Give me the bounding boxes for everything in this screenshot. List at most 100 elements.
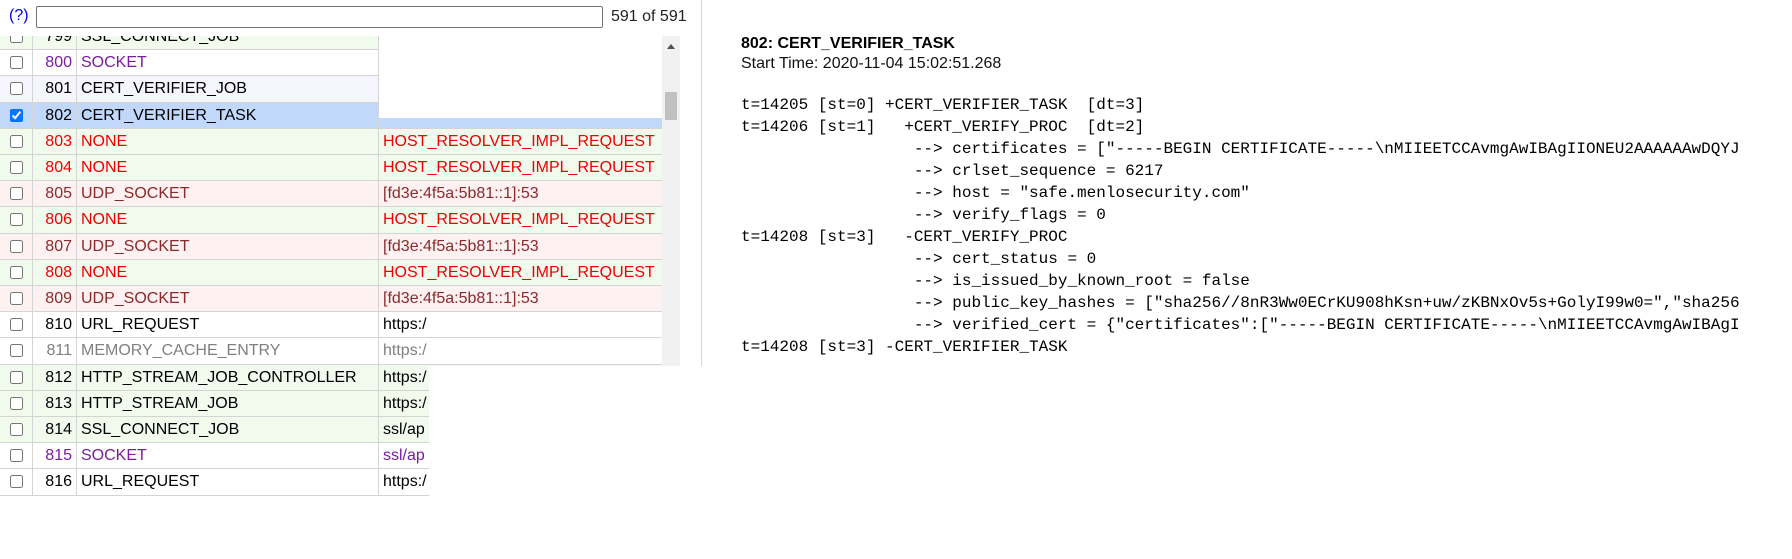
filter-bar: (?) 591 of 591 [0,0,702,36]
row-checkbox-cell [0,443,33,469]
row-source-type: CERT_VERIFIER_JOB [77,76,379,102]
row-checkbox[interactable] [10,213,23,227]
details-pane: 802: CERT_VERIFIER_TASK Start Time: 2020… [741,34,1792,434]
help-link[interactable]: (?) [9,7,29,24]
row-id: 801 [33,76,77,102]
row-description: https:/ [383,473,427,491]
row-checkbox[interactable] [10,370,23,384]
row-source-type: SOCKET [77,443,379,469]
row-description: HOST_RESOLVER_IMPL_REQUEST [379,155,680,181]
row-checkbox[interactable] [10,82,23,96]
row-checkbox-cell [0,181,33,207]
event-count: 591 of 591 [611,8,687,25]
row-checkbox-cell [0,128,33,154]
row-source-type: NONE [77,259,379,285]
row-source-type: SOCKET [77,50,379,76]
row-id: 806 [33,207,77,233]
row-id: 802 [33,102,77,128]
row-source-type: SSL_CONNECT_JOB [77,36,379,50]
row-checkbox[interactable] [10,475,23,489]
clipped-region [429,366,701,559]
row-description: HOST_RESOLVER_IMPL_REQUEST [379,259,680,285]
row-checkbox[interactable] [10,161,23,174]
row-source-type: URL_REQUEST [77,312,379,338]
row-checkbox-cell [0,390,33,416]
row-checkbox[interactable] [10,134,23,148]
row-checkbox[interactable] [10,56,23,70]
row-checkbox-cell [0,259,33,285]
row-description: [fd3e:4f5a:5b81::1]:53 [379,286,680,312]
pane-divider[interactable] [701,0,702,366]
row-checkbox[interactable] [10,292,23,305]
row-source-type: NONE [77,207,379,233]
row-id: 807 [33,233,77,259]
event-log-text: t=14205 [st=0] +CERT_VERIFIER_TASK [dt=3… [741,96,1740,356]
row-id: 805 [33,181,77,207]
row-checkbox[interactable] [10,239,23,253]
row-checkbox-cell [0,286,33,312]
row-checkbox-cell [0,364,33,390]
row-source-type: UDP_SOCKET [77,233,379,259]
row-description: HOST_RESOLVER_IMPL_REQUEST [379,128,680,154]
row-source-type: UDP_SOCKET [77,181,379,207]
filter-input[interactable] [36,6,603,28]
row-source-type: HTTP_STREAM_JOB [77,390,379,416]
row-id: 811 [33,338,77,364]
row-id: 808 [33,259,77,285]
row-id: 816 [33,469,77,495]
row-checkbox-cell [0,312,33,338]
row-description: HOST_RESOLVER_IMPL_REQUEST [379,207,680,233]
source-column-blank [379,36,662,118]
row-description: [fd3e:4f5a:5b81::1]:53 [379,233,680,259]
row-checkbox-cell [0,417,33,443]
row-checkbox[interactable] [10,187,23,201]
row-checkbox[interactable] [10,396,23,410]
table-scrollbar[interactable] [662,36,680,366]
row-checkbox[interactable] [10,449,23,463]
row-checkbox[interactable] [10,318,23,332]
row-description: https:/ [383,368,427,386]
row-id: 809 [33,286,77,312]
row-source-type: CERT_VERIFIER_TASK [77,102,379,128]
row-checkbox[interactable] [10,423,23,436]
row-checkbox-cell [0,207,33,233]
row-id: 814 [33,417,77,443]
row-description: [fd3e:4f5a:5b81::1]:53 [379,181,680,207]
row-source-type: NONE [77,128,379,154]
scroll-up-arrow-icon[interactable] [667,44,675,49]
row-checkbox-cell [0,36,33,50]
row-id: 810 [33,312,77,338]
row-checkbox-cell [0,102,33,128]
row-description: ssl/ap [383,447,425,465]
row-description: https:/ [383,342,427,360]
row-description: ssl/ap [383,421,425,438]
row-checkbox[interactable] [10,344,23,358]
row-source-type: SSL_CONNECT_JOB [77,417,379,443]
row-checkbox-cell [0,233,33,259]
row-id: 803 [33,128,77,154]
row-source-type: NONE [77,155,379,181]
row-id: 813 [33,390,77,416]
row-checkbox[interactable] [10,108,23,122]
row-id: 799 [33,36,77,50]
detail-title: 802: CERT_VERIFIER_TASK [741,35,955,52]
row-source-type: MEMORY_CACHE_ENTRY [77,338,379,364]
row-description: https:/ [383,316,427,334]
row-description: https:/ [383,394,427,412]
scroll-thumb[interactable] [665,92,677,120]
row-checkbox[interactable] [10,265,23,279]
row-checkbox[interactable] [10,36,23,43]
row-checkbox-cell [0,338,33,364]
row-id: 812 [33,364,77,390]
row-source-type: UDP_SOCKET [77,286,379,312]
row-source-type: HTTP_STREAM_JOB_CONTROLLER [77,364,379,390]
